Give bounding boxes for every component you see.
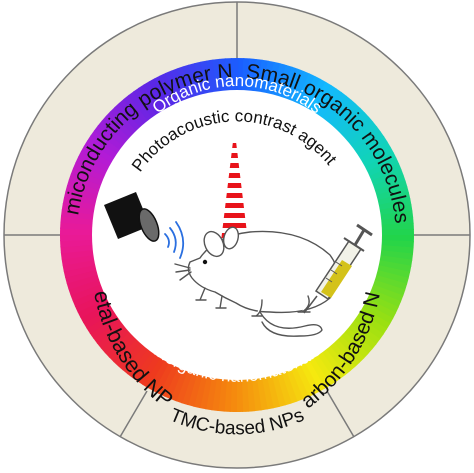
mouse-icon xyxy=(174,226,339,337)
divider-bottom-right xyxy=(326,390,355,438)
syringe-icon xyxy=(303,223,373,314)
acoustic-waves-icon xyxy=(164,221,185,259)
illustration xyxy=(104,143,373,337)
segment-dividers xyxy=(4,2,470,438)
transducer-icon xyxy=(104,192,160,242)
divider-bottom-left xyxy=(119,390,148,438)
